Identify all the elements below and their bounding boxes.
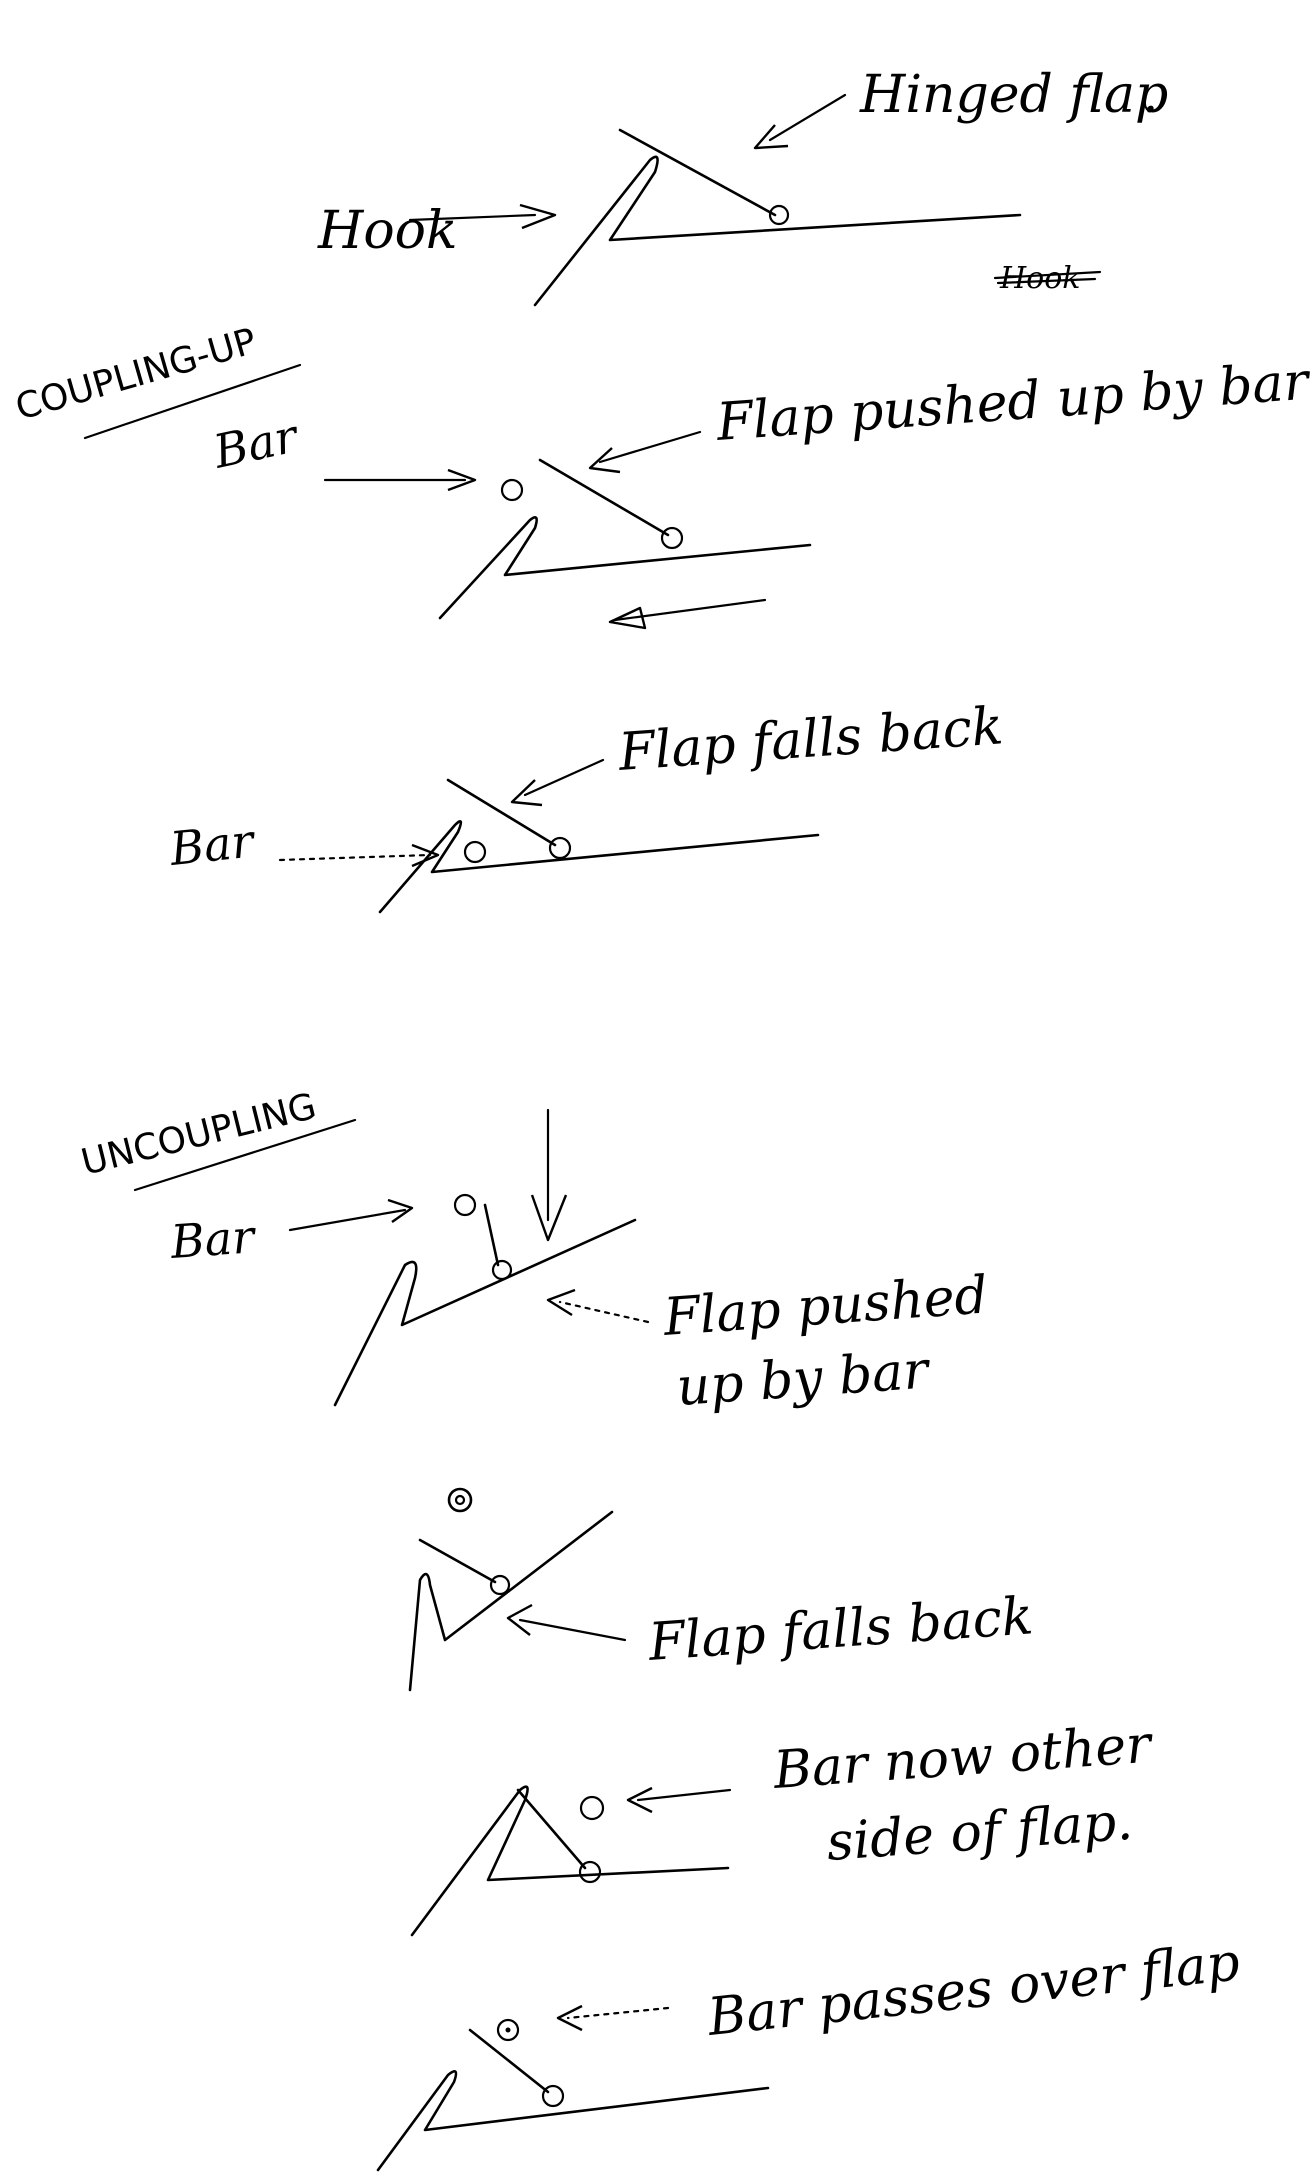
- bar-circle-center: [505, 2027, 511, 2033]
- bar-circle: [500, 478, 524, 502]
- bar-circle: [453, 1193, 477, 1217]
- hook-arrow: [408, 213, 537, 222]
- coupling-up-section: COUPLING-UP Bar Flap pushed up by bar: [11, 321, 1312, 914]
- hook-shape: [533, 155, 1022, 307]
- motion-arrow: [613, 598, 767, 622]
- flap-line: [468, 2028, 550, 2094]
- flap-line: [516, 1788, 587, 1870]
- hook-shape: [410, 1785, 730, 1937]
- motion-arrowhead: [608, 606, 647, 630]
- bar-arrow: [566, 2006, 670, 2020]
- flap-arrow: [768, 93, 847, 142]
- flap-hinge-pin: [768, 204, 790, 226]
- flap-arrow: [558, 1300, 650, 1324]
- uncoupling-step-3: Bar now other side of flap.: [410, 1715, 1156, 1937]
- bar-circle: [447, 1487, 473, 1513]
- bar-arrow: [636, 1788, 732, 1802]
- flap-arrow: [598, 430, 702, 464]
- flap-arrow: [523, 758, 605, 797]
- struck-out-word: Hook: [999, 261, 1080, 296]
- hook-shape: [408, 1510, 614, 1692]
- flap-falls-back-label: Flap falls back: [646, 1586, 1035, 1673]
- flap-arrowhead: [753, 124, 789, 150]
- coupling-up-heading: COUPLING-UP: [11, 321, 261, 429]
- bar-circle: [463, 840, 487, 864]
- hinged-flap-line: [618, 128, 777, 217]
- bar-arrowhead: [626, 1786, 653, 1814]
- uncoupling-step-4: Bar passes over flap: [376, 1932, 1243, 2172]
- coupling-step-1: Bar Flap pushed up by bar: [208, 352, 1312, 630]
- flap-line: [483, 1203, 500, 1267]
- flap-arrowhead: [506, 1603, 533, 1636]
- hook-arrowhead: [519, 203, 557, 230]
- flap-hinge-pin: [578, 1860, 602, 1884]
- bar-label: Bar: [167, 813, 259, 876]
- bar-label: Bar: [168, 1209, 259, 1269]
- bar-passes-over-label: Bar passes over flap: [704, 1932, 1242, 2048]
- flap-hinge-pin: [541, 2084, 565, 2108]
- flap-line: [418, 1538, 497, 1584]
- uncoupling-underline: [133, 1118, 357, 1192]
- uncoupling-step-1: Bar Flap pushed up by bar: [168, 1108, 990, 1418]
- bar-arrow: [278, 853, 432, 862]
- bar-other-side-line2: side of flap.: [825, 1792, 1135, 1873]
- downward-arrowhead: [530, 1194, 568, 1242]
- flap-line: [538, 458, 670, 537]
- coupling-up-underline: [83, 363, 302, 440]
- coupling-step-2: Bar Flap falls back: [167, 696, 1005, 914]
- flap-hinge-pin: [660, 526, 684, 550]
- flap-falls-back-label: Flap falls back: [616, 696, 1005, 783]
- flap-arrowhead: [546, 1288, 576, 1317]
- flap-arrow: [518, 1618, 627, 1642]
- bar-circle: [496, 2018, 520, 2042]
- hook-shape: [438, 516, 812, 620]
- flap-hinge-pin: [491, 1259, 513, 1281]
- intro-figure: Hook Hinged flap . Hook: [317, 65, 1168, 307]
- hinged-flap-period: .: [1142, 65, 1159, 125]
- bar-other-side-line1: Bar now other: [771, 1715, 1156, 1801]
- bar-arrowhead: [411, 843, 440, 868]
- bar-label: Bar: [208, 408, 305, 479]
- hook-shape: [376, 2069, 770, 2172]
- uncoupling-section: UNCOUPLING Bar Flap pushed up by bar: [77, 1086, 1243, 2172]
- flap-pushed-label-line2: up by bar: [675, 1340, 933, 1418]
- flap-arrowhead: [588, 447, 621, 474]
- strike-through: [993, 270, 1102, 285]
- hook-shape: [333, 1218, 637, 1407]
- uncoupling-step-2: Flap falls back: [408, 1487, 1035, 1692]
- flap-pushed-up-label: Flap pushed up by bar: [714, 352, 1312, 453]
- bar-arrow: [288, 1208, 407, 1232]
- bar-arrowhead: [556, 2004, 583, 2032]
- hook-label: Hook: [317, 201, 457, 261]
- hook-shape: [378, 819, 820, 914]
- flap-hinge-pin: [489, 1574, 511, 1596]
- bar-circle-inner: [454, 1494, 466, 1506]
- flap-arrowhead: [510, 779, 543, 807]
- flap-line: [446, 778, 557, 847]
- flap-hinge-pin: [548, 836, 572, 860]
- flap-pushed-label-line1: Flap pushed: [661, 1265, 990, 1348]
- hinged-flap-label: Hinged flap: [859, 65, 1168, 125]
- bar-circle: [579, 1795, 605, 1821]
- bar-arrowhead: [447, 468, 477, 492]
- bar-arrowhead: [387, 1198, 414, 1223]
